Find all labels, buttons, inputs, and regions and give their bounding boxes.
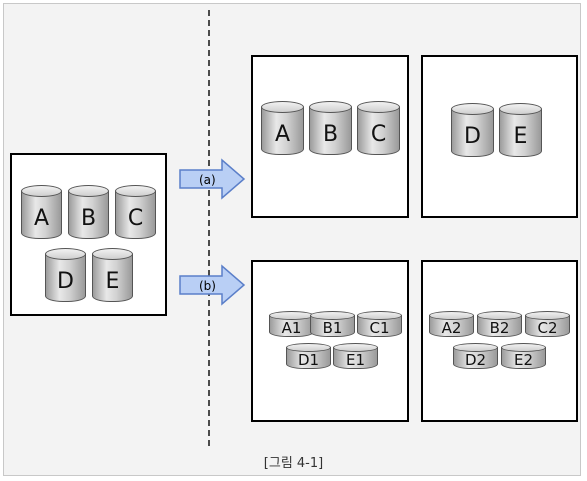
disk-label: C2	[537, 319, 558, 337]
disk-label: E1	[345, 351, 366, 369]
disk-label: D	[464, 123, 481, 149]
b-server2-box: A2 B2 C2 D2 E2	[421, 260, 578, 422]
a-disk-b: B	[309, 101, 352, 155]
disk-label: D	[57, 268, 74, 294]
arrow-a-label: (a)	[199, 173, 216, 187]
disk-label: B1	[322, 319, 343, 337]
b-disk-e2: E2	[501, 343, 546, 369]
a-disk-a: A	[261, 101, 304, 155]
a-disk-c: C	[357, 101, 400, 155]
a-server2-box: D E	[421, 55, 578, 218]
dashed-divider	[208, 10, 210, 446]
disk-label: A	[33, 205, 50, 231]
a-disk-e: E	[499, 103, 542, 157]
b-disk-c1: C1	[357, 311, 402, 337]
a-server1-box: A B C	[251, 55, 409, 218]
b-disk-b2: B2	[477, 311, 522, 337]
source-disk-b: B	[68, 185, 109, 239]
disk-label: C1	[369, 319, 390, 337]
b-disk-d2: D2	[453, 343, 498, 369]
disk-label: B	[322, 121, 339, 147]
b-disk-e1: E1	[333, 343, 378, 369]
disk-label: E	[513, 123, 528, 149]
disk-label: C	[127, 205, 144, 231]
disk-label: A	[274, 121, 291, 147]
source-disk-e: E	[92, 248, 133, 302]
arrow-b	[179, 264, 246, 306]
disk-label: B	[80, 205, 97, 231]
source-disk-c: C	[115, 185, 156, 239]
disk-label: E	[105, 268, 120, 294]
disk-label: B2	[489, 319, 510, 337]
source-disk-a: A	[21, 185, 62, 239]
b-disk-c2: C2	[525, 311, 570, 337]
disk-label: E2	[513, 351, 534, 369]
disk-label: A2	[441, 319, 462, 337]
figure-caption: [그림 4-1]	[263, 456, 324, 471]
a-disk-d: D	[451, 103, 494, 157]
b-server1-box: A1 B1 C1 D1 E1	[251, 260, 409, 422]
disk-label: A1	[281, 319, 302, 337]
b-disk-a1: A1	[269, 311, 314, 337]
arrow-a	[179, 158, 246, 200]
b-disk-d1: D1	[286, 343, 331, 369]
b-disk-b1: B1	[310, 311, 355, 337]
source-box: A B C D E	[10, 153, 167, 316]
source-disk-d: D	[45, 248, 86, 302]
disk-label: D2	[464, 351, 487, 369]
arrow-b-label: (b)	[199, 279, 216, 293]
disk-label: D1	[297, 351, 320, 369]
b-disk-a2: A2	[429, 311, 474, 337]
disk-label: C	[370, 121, 387, 147]
